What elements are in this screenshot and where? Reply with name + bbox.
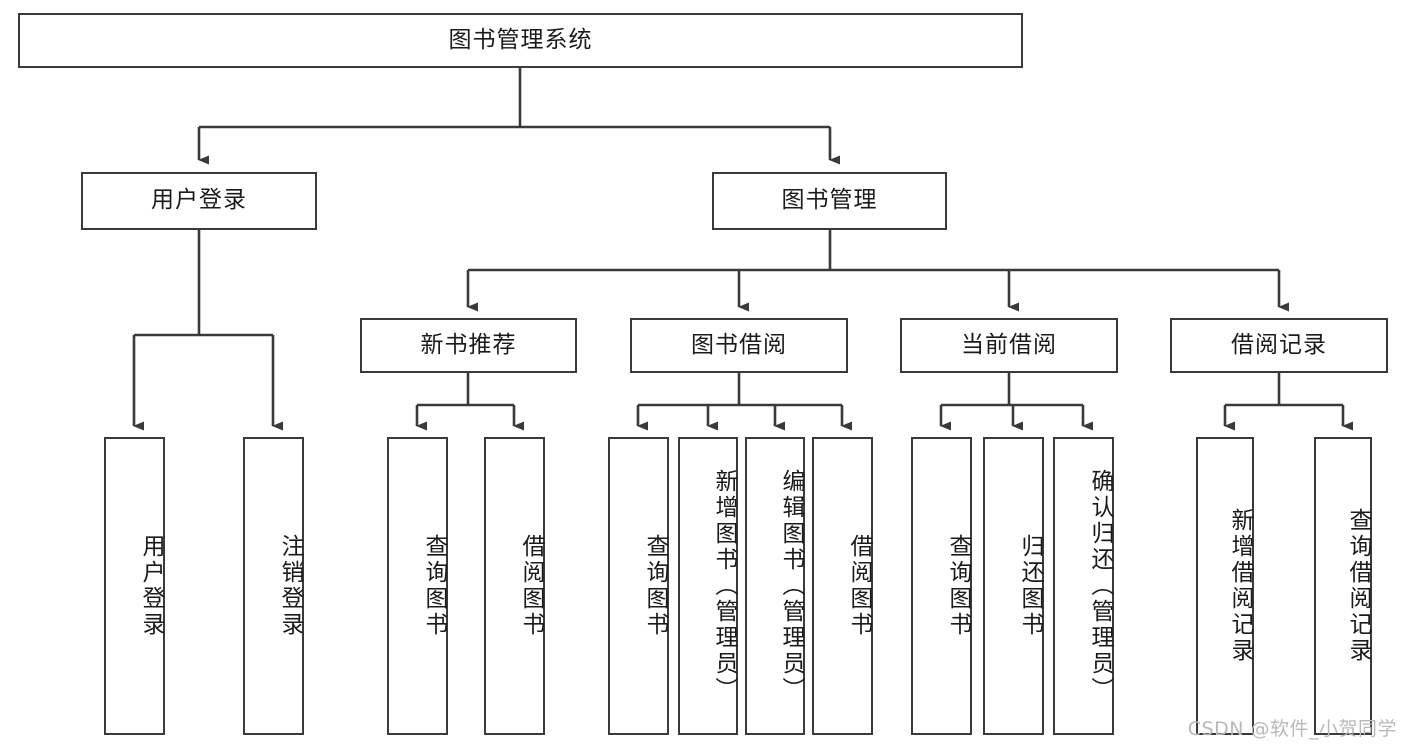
node-leaf-add-book-admin[interactable]: 新增图书（管理员） <box>678 437 738 735</box>
node-leaf-add-borrow-record[interactable]: 新增借阅记录 <box>1196 437 1254 735</box>
node-leaf-query-book-current[interactable]: 查询图书 <box>911 437 972 735</box>
node-leaf-borrow-book[interactable]: 借阅图书 <box>812 437 873 735</box>
node-current-borrow[interactable]: 当前借阅 <box>900 318 1118 373</box>
node-new-book-recommend[interactable]: 新书推荐 <box>360 318 577 373</box>
node-root-system[interactable]: 图书管理系统 <box>18 13 1023 68</box>
node-leaf-user-login[interactable]: 用户登录 <box>104 437 165 735</box>
node-borrow-record[interactable]: 借阅记录 <box>1170 318 1388 373</box>
node-leaf-user-logout[interactable]: 注销登录 <box>243 437 304 735</box>
node-leaf-query-book-recommend[interactable]: 查询图书 <box>387 437 448 735</box>
node-book-manage[interactable]: 图书管理 <box>712 172 947 230</box>
node-book-borrow[interactable]: 图书借阅 <box>630 318 848 373</box>
node-leaf-query-borrow-record[interactable]: 查询借阅记录 <box>1314 437 1372 735</box>
node-leaf-confirm-return-admin[interactable]: 确认归还（管理员） <box>1053 437 1114 735</box>
node-leaf-return-book[interactable]: 归还图书 <box>983 437 1044 735</box>
node-leaf-query-book-borrow[interactable]: 查询图书 <box>608 437 669 735</box>
node-user-login[interactable]: 用户登录 <box>81 172 317 230</box>
node-leaf-edit-book-admin[interactable]: 编辑图书（管理员） <box>745 437 805 735</box>
node-leaf-borrow-book-recommend[interactable]: 借阅图书 <box>484 437 545 735</box>
